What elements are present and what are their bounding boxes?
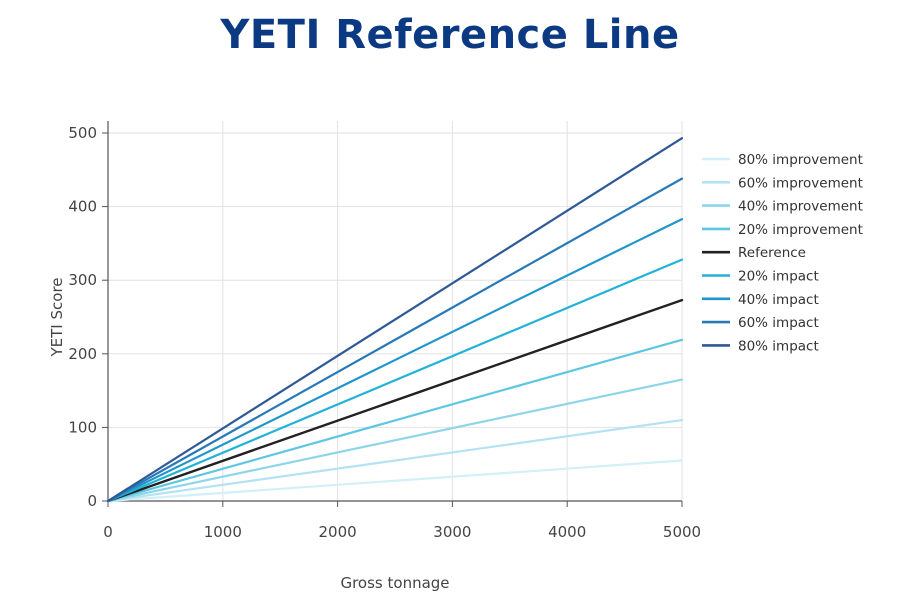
y-tick-label: 100 [68,418,97,436]
series-line [106,258,684,503]
series-line [106,418,684,503]
series-line [106,459,684,503]
axes [102,121,683,507]
y-axis-label: YETI Score [48,277,66,357]
series-lines [106,137,684,503]
series-line [106,338,684,503]
y-tick-label: 400 [68,198,97,216]
legend-label: Reference [738,245,806,261]
x-tick-label: 1000 [204,523,242,541]
x-tick-label: 5000 [663,523,701,541]
series-line [106,177,684,503]
x-tick-label: 2000 [319,523,357,541]
series-line [106,137,684,503]
legend-label: 80% impact [738,338,819,354]
legend-label: 20% impact [738,269,819,285]
y-tick-label: 0 [87,492,97,510]
legend-label: 80% improvement [738,152,863,168]
grid-lines [108,121,683,502]
x-axis-label: Gross tonnage [340,574,449,592]
y-tick-label: 300 [68,271,97,289]
x-tick-label: 0 [103,523,113,541]
series-line [106,298,684,503]
x-tick-label: 3000 [433,523,471,541]
legend: 80% improvement 60% improvement 40% improv… [702,152,863,354]
x-tick-label: 4000 [548,523,586,541]
chart-title: YETI Reference Line [220,12,680,58]
legend-label: 20% improvement [738,222,863,238]
legend-label: 60% impact [738,315,819,331]
legend-label: 40% impact [738,292,819,308]
series-line [106,218,684,503]
y-tick-label: 200 [68,345,97,363]
series-line [106,378,684,503]
legend-label: 60% improvement [738,175,863,191]
legend-label: 40% improvement [738,199,863,215]
y-tick-label: 500 [68,124,97,142]
